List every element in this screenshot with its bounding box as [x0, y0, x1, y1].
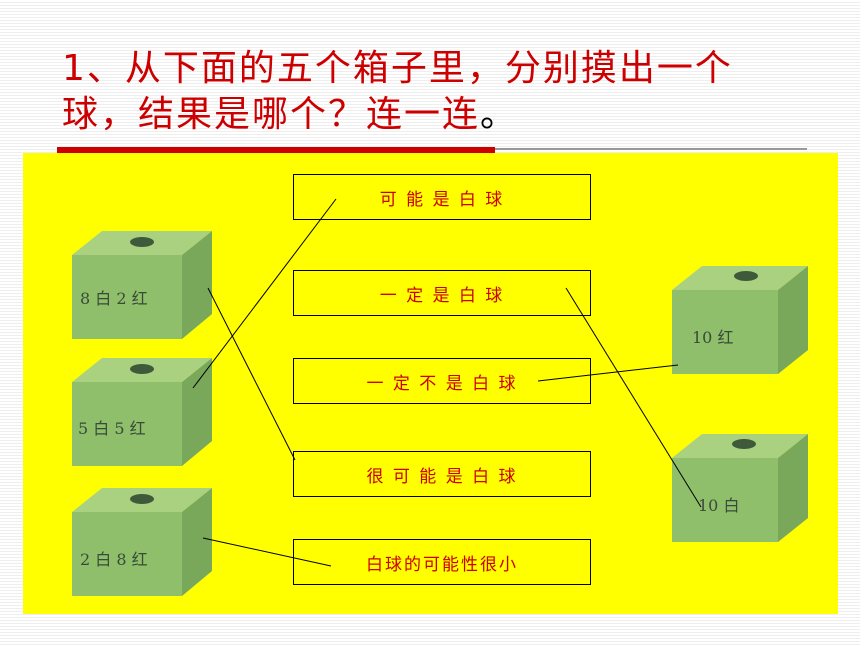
box-graphic	[72, 488, 212, 596]
option-certainly-not-white[interactable]: 一 定 不 是 白 球	[293, 358, 591, 404]
box-hole	[732, 439, 756, 449]
question-title: 1、从下面的五个箱子里，分别摸出一个球，结果是哪个？连一连。	[62, 46, 802, 138]
option-very-likely-white[interactable]: 很 可 能 是 白 球	[293, 451, 591, 497]
box-10-red[interactable]: 10 红	[672, 262, 814, 376]
box-label: 2 白 8 红	[80, 550, 148, 569]
option-white-unlikely[interactable]: 白球的可能性很小	[293, 539, 591, 585]
box-hole	[130, 494, 154, 504]
box-graphic	[72, 358, 212, 466]
box-hole	[130, 237, 154, 247]
box-label: 5 白 5 红	[78, 419, 146, 438]
box-hole	[734, 271, 758, 281]
box-2-white-8-red[interactable]: 2 白 8 红	[72, 486, 218, 598]
box-5-white-5-red[interactable]: 5 白 5 红	[72, 356, 218, 468]
box-10-white[interactable]: 10 白	[672, 432, 814, 544]
box-label: 10 红	[692, 328, 734, 347]
box-8-white-2-red[interactable]: 8 白 2 红	[72, 229, 218, 341]
title-underline-red	[57, 147, 495, 153]
box-label: 10 白	[698, 496, 740, 515]
box-label: 8 白 2 红	[80, 289, 148, 308]
title-underline-gray	[495, 148, 807, 150]
box-graphic	[672, 266, 808, 374]
option-possibly-white[interactable]: 可 能 是 白 球	[293, 174, 591, 220]
option-certainly-white[interactable]: 一 定 是 白 球	[293, 270, 591, 316]
box-graphic	[672, 434, 808, 542]
box-hole	[130, 364, 154, 374]
title-line-1: 1、从下面的五个箱子里，分别摸出一个	[62, 48, 733, 89]
title-period: 。	[480, 94, 519, 135]
title-line-2: 球，结果是哪个？连一连	[62, 94, 481, 135]
